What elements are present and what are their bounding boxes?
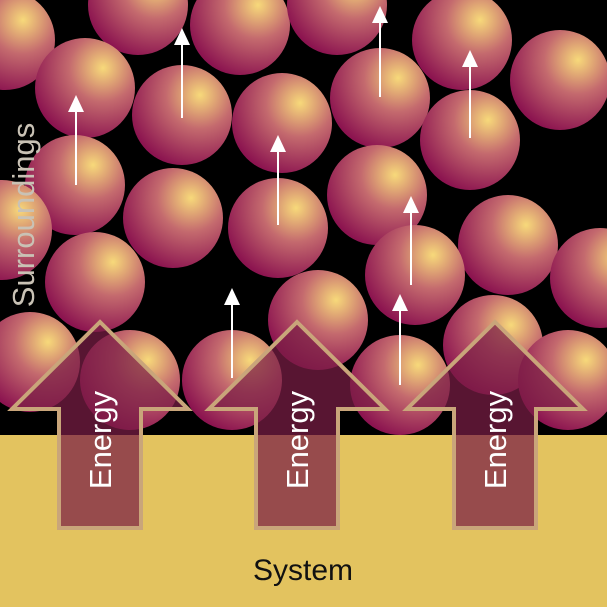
- motion-arrowhead-icon: [372, 6, 388, 23]
- particle-sphere: [327, 145, 427, 245]
- motion-arrowhead-icon: [462, 50, 478, 67]
- energy-label: Energy: [83, 390, 118, 489]
- particle-sphere: [510, 30, 607, 130]
- particle-sphere: [412, 0, 512, 90]
- motion-arrowhead-icon: [224, 288, 240, 305]
- energy-arrow-layer: Energy Energy Energy: [7, 319, 588, 530]
- particle-sphere: [232, 73, 332, 173]
- motion-arrowhead-icon: [392, 294, 408, 311]
- particle-sphere: [550, 228, 607, 328]
- particle-sphere: [458, 195, 558, 295]
- energy-arrow-icon: [7, 319, 193, 530]
- system-label: System: [253, 554, 353, 587]
- particle-sphere: [88, 0, 188, 55]
- motion-arrowhead-icon: [403, 196, 419, 213]
- energy-label: Energy: [280, 390, 315, 489]
- particle-sphere: [420, 90, 520, 190]
- energy-label: Energy: [478, 390, 513, 489]
- particle-layer: [0, 0, 607, 435]
- particle-sphere: [287, 0, 387, 55]
- particle-sphere: [228, 178, 328, 278]
- motion-arrow-layer: [68, 6, 478, 385]
- motion-arrowhead-icon: [270, 135, 286, 152]
- particle-sphere: [0, 180, 52, 280]
- particle-sphere: [35, 38, 135, 138]
- particle-sphere: [123, 168, 223, 268]
- energy-arrow-icon: [402, 319, 588, 530]
- motion-arrowhead-icon: [174, 28, 190, 45]
- particle-sphere: [330, 48, 430, 148]
- surroundings-label: Surroundings: [6, 123, 41, 307]
- energy-arrow-icon: [204, 319, 390, 530]
- motion-arrowhead-icon: [68, 95, 84, 112]
- particle-sphere: [190, 0, 290, 75]
- particle-sphere: [45, 232, 145, 332]
- particle-sphere: [365, 225, 465, 325]
